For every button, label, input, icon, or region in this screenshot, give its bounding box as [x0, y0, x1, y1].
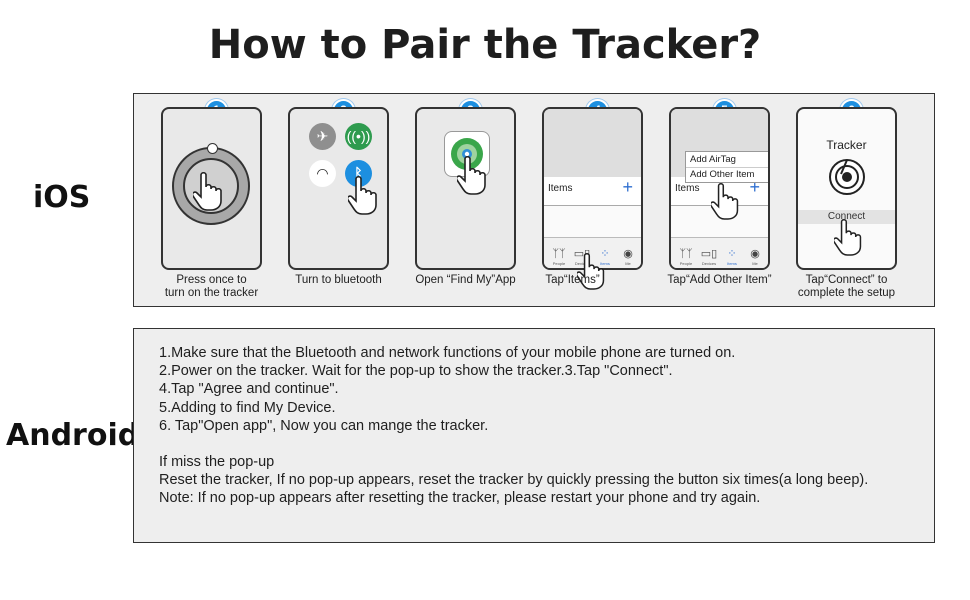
step-1-phone — [161, 107, 262, 270]
hand-tap-icon — [834, 219, 862, 256]
add-item-plus-icon[interactable]: + — [749, 177, 760, 197]
tab-label: Items — [727, 261, 737, 266]
items-heading: Items — [675, 183, 700, 194]
tab-label: Me — [752, 261, 758, 266]
people-icon: ᛉᛉ — [679, 248, 693, 260]
step-4-caption: Tap“Items” — [505, 274, 640, 287]
ios-label: iOS — [33, 180, 91, 215]
step-2-caption: Turn to bluetooth — [271, 274, 406, 287]
step-3-caption: Open “Find My”App — [398, 274, 533, 287]
keyring-hole — [207, 143, 218, 154]
caption-line: Open “Find My”App — [415, 274, 516, 286]
find-my-app-icon[interactable] — [444, 131, 490, 177]
hand-tap-icon — [348, 175, 377, 215]
caption-line: Tap“Items” — [545, 274, 600, 286]
tab-items[interactable]: ⁘Items — [594, 248, 616, 266]
android-step-4: 4.Tap "Agree and continue". — [159, 381, 339, 398]
person-icon: ◉ — [750, 248, 760, 260]
tracker-heading: Tracker — [826, 138, 867, 152]
add-item-popup: Add AirTag Add Other Item — [685, 151, 768, 183]
caption-line: Tap“Connect” to — [805, 274, 888, 286]
step-2: 2 ✈ ((•)) ◠ ᛒ Turn to bluetooth — [261, 94, 389, 308]
step-6-phone: Tracker Connect — [796, 107, 897, 270]
items-icon: ⁘ — [600, 248, 610, 260]
devices-icon: ▭▯ — [700, 248, 718, 260]
reset-note: Note: If no pop-up appears after resetti… — [159, 490, 761, 507]
items-heading: Items — [548, 183, 573, 194]
add-other-item-option[interactable]: Add Other Item — [690, 169, 755, 180]
find-my-logo-icon — [451, 138, 483, 170]
step-6: 6 Tracker Connect Tap“Connect” to comple… — [769, 94, 897, 308]
add-item-plus-icon[interactable]: + — [622, 177, 633, 197]
android-step-2: 2.Power on the tracker. Wait for the pop… — [159, 363, 673, 380]
step-3-phone — [415, 107, 516, 270]
ios-steps-panel: 1 Press once to turn on the tracker 2 ✈ … — [133, 93, 935, 307]
items-row[interactable]: Items + — [544, 177, 641, 206]
step-5-caption: Tap“Add Other Item” — [652, 274, 787, 287]
caption-line: Press once to — [176, 274, 247, 286]
tab-me[interactable]: ◉Me — [617, 248, 639, 266]
miss-popup-heading: If miss the pop-up — [159, 454, 275, 471]
tab-label: Items — [600, 261, 610, 266]
tab-label: Devices — [701, 261, 717, 266]
tab-label: Me — [625, 261, 631, 266]
add-airtag-option[interactable]: Add AirTag — [686, 152, 768, 168]
page-title: How to Pair the Tracker? — [208, 22, 762, 68]
step-3: 3 Open “Find My”App — [388, 94, 516, 308]
tab-items[interactable]: ⁘Items — [721, 248, 743, 266]
caption-line: Turn to bluetooth — [295, 274, 382, 286]
hand-tap-icon — [193, 171, 222, 211]
caption-line: Tap“Add Other Item” — [667, 274, 772, 286]
reset-instructions: Reset the tracker, If no pop-up appears,… — [159, 472, 869, 489]
android-instructions: 1.Make sure that the Bluetooth and netwo… — [159, 344, 929, 508]
connect-button[interactable]: Connect — [798, 210, 895, 224]
tab-me[interactable]: ◉Me — [744, 248, 766, 266]
android-label: Android — [6, 418, 140, 453]
hand-tap-icon — [711, 183, 739, 220]
spacer — [159, 435, 929, 453]
hand-tap-icon — [577, 253, 605, 290]
hand-tap-icon — [457, 155, 486, 195]
tab-label: People — [552, 261, 566, 266]
step-6-caption: Tap“Connect” to complete the setup — [779, 274, 914, 299]
android-step-1: 1.Make sure that the Bluetooth and netwo… — [159, 345, 736, 361]
tab-label: Devices — [574, 261, 590, 266]
people-icon: ᛉᛉ — [552, 248, 566, 260]
cellular-data-icon[interactable]: ((•)) — [345, 123, 372, 150]
step-1-caption: Press once to turn on the tracker — [144, 274, 279, 299]
caption-line: turn on the tracker — [164, 286, 259, 299]
step-2-phone: ✈ ((•)) ◠ ᛒ — [288, 107, 389, 270]
android-step-5: 5.Adding to find My Device. — [159, 399, 336, 416]
android-step-6: 6. Tap"Open app", Now you can mange the … — [159, 417, 489, 434]
step-5: 5 Items + Add AirTag Add Other Item ᛉᛉPe… — [642, 94, 772, 308]
android-steps-panel — [133, 328, 935, 543]
person-icon: ◉ — [623, 248, 633, 260]
items-icon: ⁘ — [727, 248, 737, 260]
tab-label: People — [679, 261, 693, 266]
step-1: 1 Press once to turn on the tracker — [134, 94, 262, 308]
airplane-mode-icon[interactable]: ✈ — [309, 123, 336, 150]
wifi-icon[interactable]: ◠ — [309, 160, 336, 187]
tab-devices[interactable]: ▭▯Devices — [698, 248, 720, 266]
tracker-device-icon — [829, 159, 865, 195]
caption-line: complete the setup — [797, 286, 896, 299]
screen-header — [544, 109, 641, 177]
